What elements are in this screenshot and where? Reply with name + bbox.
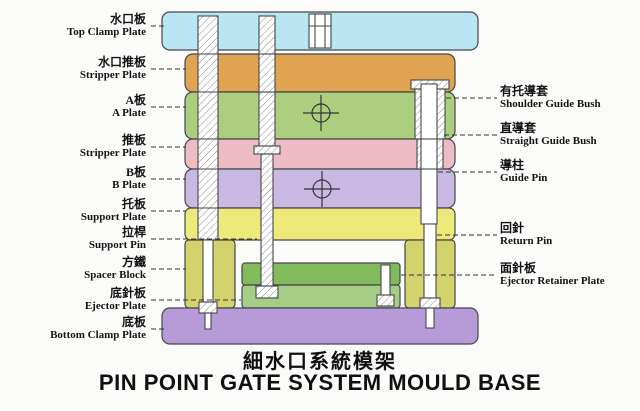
plate-support (184, 207, 456, 241)
label-en: Spacer Block (84, 269, 146, 281)
label-ejector-plate: 底針板 Ejector Plate (0, 286, 148, 313)
label-en: Top Clamp Plate (66, 26, 146, 38)
label-en: Support Pin (88, 239, 146, 251)
label-top-clamp-plate: 水口板 Top Clamp Plate (0, 12, 148, 39)
support-pin (253, 15, 281, 299)
label-ejector-retainer-plate: 面針板 Ejector Retainer Plate (500, 261, 638, 288)
label-guide-pin: 導柱 Guide Pin (500, 158, 638, 185)
label-cn: A板 (125, 93, 146, 107)
bolt-head (198, 301, 218, 314)
label-spacer-block: 方鐵 Spacer Block (0, 255, 148, 282)
guide-bush-assembly (410, 79, 450, 225)
center-mark-icon (303, 95, 339, 131)
label-en: Shoulder Guide Bush (500, 98, 601, 110)
label-cn: 有托導套 (500, 84, 549, 98)
label-en: A Plate (112, 107, 146, 119)
label-cn: B板 (125, 165, 146, 179)
label-en: Straight Guide Bush (500, 135, 597, 147)
diagram-title-cn: 細水口系統模架 (243, 351, 397, 373)
plate-bottom-clamp (161, 307, 479, 345)
label-cn: 方鐵 (121, 255, 146, 269)
plate-stack (161, 11, 479, 345)
guide-pin-left-assembly (197, 15, 219, 330)
label-en: B Plate (112, 179, 146, 191)
center-mark-icon (304, 171, 340, 207)
ejector-screw (376, 264, 395, 307)
return-pin (419, 223, 441, 329)
label-cn: 推板 (121, 133, 146, 147)
label-en: Ejector Plate (84, 300, 146, 312)
label-shoulder-guide-bush: 有托導套 Shoulder Guide Bush (500, 84, 638, 111)
label-straight-guide-bush: 直導套 Straight Guide Bush (500, 121, 638, 148)
label-return-pin: 回針 Return Pin (500, 221, 638, 248)
label-cn: 底針板 (109, 286, 146, 300)
sprue-bush (308, 13, 332, 49)
label-support-plate: 托板 Support Plate (0, 197, 148, 224)
label-stripper-plate: 推板 Stripper Plate (0, 133, 148, 160)
leader-lines (151, 25, 497, 330)
label-en: Stripper Plate (79, 147, 146, 159)
diagram-title-en: PIN POINT GATE SYSTEM MOULD BASE (98, 370, 542, 395)
label-cn: 導柱 (500, 158, 525, 172)
label-cn: 面針板 (500, 261, 537, 275)
label-en: Ejector Retainer Plate (500, 275, 605, 287)
label-cn: 水口推板 (97, 55, 146, 69)
label-cn: 直導套 (500, 121, 537, 135)
label-cn: 托板 (121, 197, 146, 211)
label-en: Support Plate (80, 211, 146, 223)
label-cn: 拉桿 (121, 225, 146, 239)
guide-pin (420, 83, 438, 225)
label-cn: 水口板 (109, 12, 146, 26)
label-en: Guide Pin (500, 172, 548, 184)
label-cn: 回針 (500, 221, 525, 235)
label-support-pin: 拉桿 Support Pin (0, 225, 148, 252)
plate-stripper (184, 138, 456, 170)
label-en: Stripper Plate (79, 69, 146, 81)
label-a-plate: A板 A Plate (0, 93, 148, 120)
label-b-plate: B板 B Plate (0, 165, 148, 192)
label-bottom-clamp-plate: 底板 Bottom Clamp Plate (0, 315, 148, 342)
label-en: Bottom Clamp Plate (50, 329, 146, 341)
label-runner-stripper-plate: 水口推板 Stripper Plate (0, 55, 148, 82)
label-cn: 底板 (121, 315, 146, 329)
label-en: Return Pin (500, 235, 553, 247)
